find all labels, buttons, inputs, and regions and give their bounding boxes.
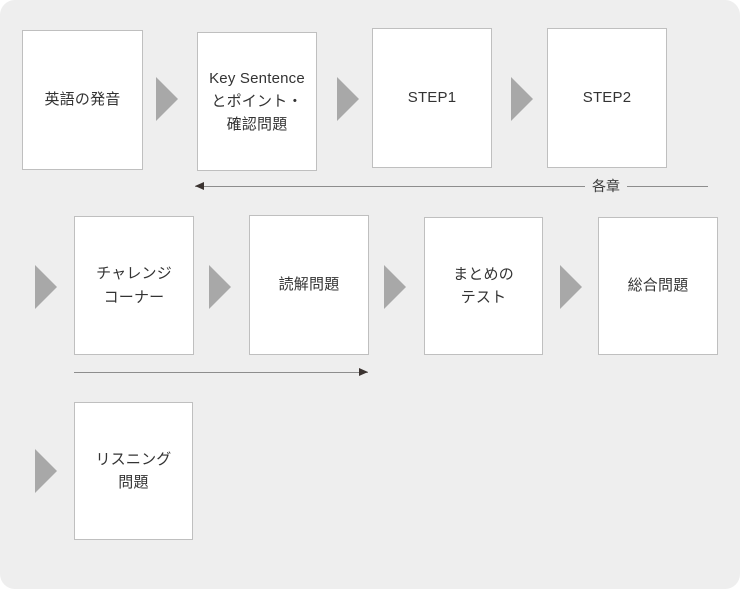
node-challenge-corner[interactable]: チャレンジ コーナー [74, 216, 194, 355]
arrowhead-right-icon [359, 368, 368, 376]
node-label: STEP1 [407, 89, 457, 107]
node-listening-questions[interactable]: リスニング 問題 [74, 402, 193, 540]
node-step1[interactable]: STEP1 [372, 28, 492, 168]
connector-line-chapters [195, 186, 708, 187]
arrowhead-left-icon [195, 182, 204, 190]
node-label: 総合問題 [627, 277, 689, 295]
arrow-right-icon [35, 449, 57, 493]
node-label: まとめの テスト [453, 265, 514, 306]
node-step2[interactable]: STEP2 [547, 28, 667, 168]
node-label: Key Sentence とポイント・ 確認問題 [209, 69, 305, 134]
connector-caption-chapters: 各章 [585, 179, 627, 193]
connector-line-row2 [74, 372, 368, 373]
node-comprehensive-questions[interactable]: 総合問題 [598, 217, 718, 355]
node-label: 読解問題 [278, 276, 340, 294]
arrow-right-icon [337, 77, 359, 121]
node-label: 英語の発音 [44, 91, 121, 109]
arrow-right-icon [209, 265, 231, 309]
arrow-right-icon [156, 77, 178, 121]
node-label: リスニング 問題 [95, 450, 172, 491]
node-english-pronunciation[interactable]: 英語の発音 [22, 30, 143, 170]
node-summary-test[interactable]: まとめの テスト [424, 217, 543, 355]
node-key-sentence[interactable]: Key Sentence とポイント・ 確認問題 [197, 32, 317, 171]
node-label: STEP2 [582, 89, 632, 107]
arrow-right-icon [560, 265, 582, 309]
node-label: チャレンジ コーナー [96, 265, 172, 306]
node-reading-questions[interactable]: 読解問題 [249, 215, 369, 355]
arrow-right-icon [35, 265, 57, 309]
arrow-right-icon [511, 77, 533, 121]
arrow-right-icon [384, 265, 406, 309]
